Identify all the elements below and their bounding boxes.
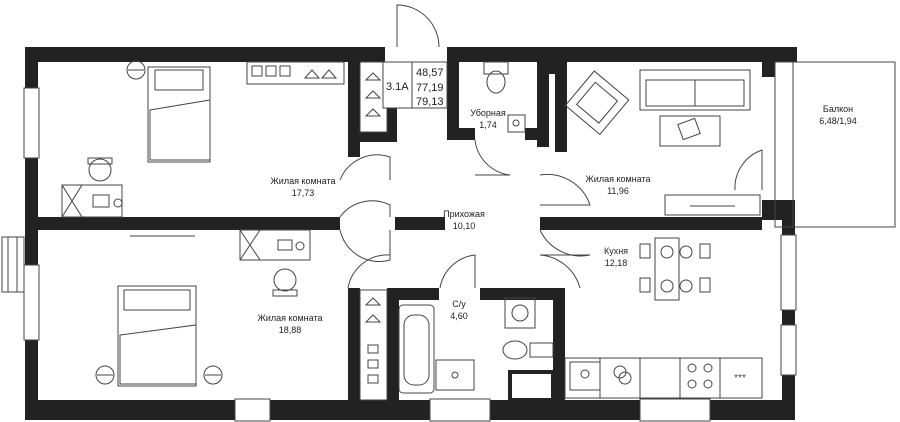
room-name-living-1: Жилая комната [270,176,335,186]
bed-icon [147,66,211,163]
windows [1,87,797,422]
room-name-living-2: Жилая комната [257,313,322,323]
wardrobe-icon [359,289,388,401]
sofa-icon [639,69,751,111]
apartment-area-total: 77,19 [416,82,444,94]
tv-icon [664,194,761,216]
coffee-table-icon [659,115,721,147]
apartment-area-living: 48,57 [416,67,444,79]
room-name-balcony: Балкон [823,104,853,114]
room-area-living-1: 17,73 [292,188,315,198]
wardrobe-icon [246,61,388,133]
bed-icon [117,285,197,387]
toilet-icon [483,61,554,360]
bathtub-icon [398,304,435,394]
room-area-living-3: 11,96 [607,186,629,196]
apartment-code: 3.1А [386,81,409,93]
room-labels: Жилая комната 17,73 Жилая комната 18,88 … [257,104,856,335]
room-name-kitchen: Кухня [604,246,628,256]
inner-walls [38,62,762,402]
balcony [774,61,896,228]
room-area-living-2: 18,88 [279,325,302,335]
radiator-icon [95,60,223,385]
washing-machine-icon [504,297,536,329]
stove-icon: *** [564,357,763,399]
room-name-living-3: Жилая комната [585,174,650,184]
room-area-hallway: 10,10 [453,221,476,231]
svg-text:***: *** [734,373,746,384]
desk-icon [239,229,311,297]
room-name-bathroom: С/у [452,299,466,309]
room-area-balcony: 6,48/1,94 [819,116,857,126]
armchair-icon [564,70,630,136]
room-area-kitchen: 12,18 [605,258,628,268]
room-area-bathroom: 4,60 [450,311,468,321]
room-area-wc: 1,74 [479,120,497,130]
dining-table-icon [639,237,711,301]
room-name-hallway: Прихожая [443,209,485,219]
desk-icon [61,157,123,218]
room-name-wc: Уборная [470,108,506,118]
apartment-area-with-balcony: 79,13 [416,96,444,108]
doors [339,4,763,289]
apartment-info-box: 3.1А 48,57 77,19 79,13 [382,61,448,109]
sink-icon [435,359,601,391]
